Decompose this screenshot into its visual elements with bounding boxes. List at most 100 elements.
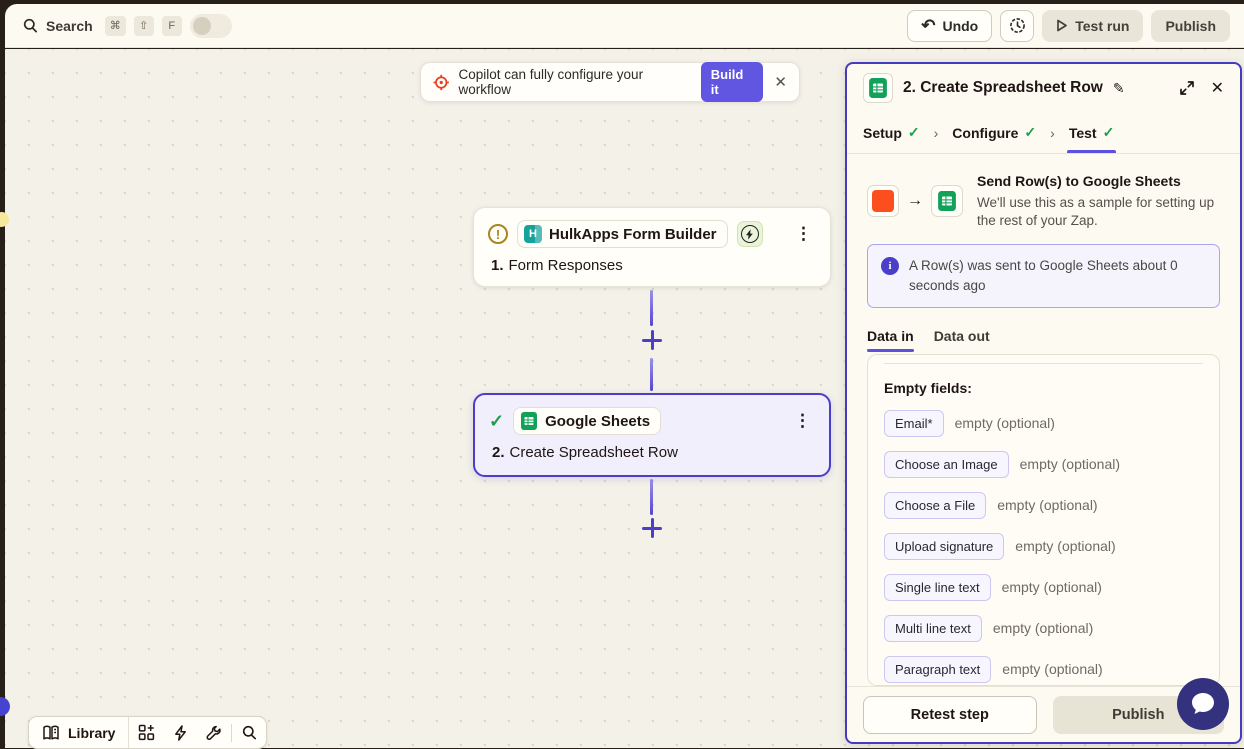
bolt-icon (740, 225, 759, 243)
data-tabs: Data in Data out (867, 328, 1220, 352)
test-run-button[interactable]: Test run (1042, 9, 1144, 42)
topbar-toggle[interactable] (189, 13, 232, 38)
copilot-banner: Copilot can fully configure your workflo… (420, 62, 800, 102)
test-result-message: A Row(s) was sent to Google Sheets about… (909, 258, 1178, 293)
field-tag[interactable]: Choose a File (884, 491, 987, 519)
field-tag[interactable]: Multi line text (884, 614, 982, 642)
close-panel-icon[interactable]: ✕ (1210, 80, 1224, 97)
grid-plus-icon (138, 724, 155, 741)
field-value: empty (optional) (1002, 661, 1103, 678)
add-step-tool-button[interactable] (129, 717, 163, 748)
zapier-orange-icon (872, 190, 894, 213)
check-icon: ✓ (1024, 124, 1037, 140)
history-button[interactable] (1000, 9, 1035, 42)
presence-dot-yellow (0, 212, 9, 227)
wrench-icon (207, 725, 222, 740)
panel-body: → Send Row(s) to Google Sheets We'll use… (847, 154, 1240, 686)
top-bar: Search ⌘ ⇧ F ↶ Undo Test run Publish (5, 4, 1244, 48)
retest-step-button[interactable]: Retest step (863, 695, 1037, 734)
undo-button[interactable]: ↶ Undo (907, 9, 993, 42)
keycap-f: F (161, 15, 182, 36)
search-button[interactable]: Search ⌘ ⇧ F (23, 15, 182, 36)
canvas-toolbar: Library (28, 716, 268, 749)
build-it-button[interactable]: Build it (700, 62, 764, 102)
edit-title-icon[interactable]: ✎ (1112, 79, 1125, 96)
field-row: Multi line text empty (optional) (884, 614, 1203, 642)
app-pill-label: HulkApps Form Builder (549, 225, 717, 243)
hulkapps-app-icon: H (524, 225, 542, 243)
tools-button[interactable] (197, 717, 231, 748)
zoom-search-button[interactable] (232, 717, 266, 748)
connector-line (650, 479, 653, 515)
field-tag[interactable]: Choose an Image (884, 450, 1009, 478)
action-subtitle: We'll use this as a sample for setting u… (977, 195, 1215, 229)
undo-icon: ↶ (921, 16, 936, 35)
field-tag[interactable]: Single line text (884, 573, 991, 601)
field-row: Choose a File empty (optional) (884, 491, 1203, 519)
node-menu-icon[interactable]: ⋮ (795, 224, 812, 243)
step-detail-panel: 2. Create Spreadsheet Row ✎ ✕ Setup ✓ › C… (845, 62, 1242, 744)
check-icon: ✓ (907, 124, 920, 140)
library-label: Library (68, 724, 116, 741)
publish-button-top[interactable]: Publish (1151, 9, 1230, 42)
field-value: empty (optional) (992, 620, 1094, 637)
trigger-bolt-badge[interactable] (736, 221, 763, 247)
warning-icon: ! (488, 224, 508, 244)
field-value: empty (optional) (997, 497, 1098, 514)
library-button[interactable]: Library (29, 717, 130, 748)
keycap-shift: ⇧ (133, 15, 154, 36)
arrow-right-icon: → (907, 192, 923, 210)
panel-header: 2. Create Spreadsheet Row ✎ ✕ (847, 64, 1240, 112)
play-icon (1057, 19, 1068, 32)
workflow-node-form-responses[interactable]: ! H HulkApps Form Builder ⋮ 1.Form Respo… (473, 207, 831, 287)
connector-line (650, 358, 653, 391)
success-check-icon: ✓ (489, 410, 505, 431)
tab-setup[interactable]: Setup ✓ (863, 112, 920, 153)
empty-fields-label: Empty fields: (884, 379, 972, 396)
lightning-icon (175, 724, 186, 741)
tab-label: Configure (952, 124, 1019, 141)
divider (884, 362, 1203, 364)
google-sheets-badge (863, 73, 893, 103)
node-menu-icon[interactable]: ⋮ (794, 411, 811, 430)
add-step-button-2[interactable] (642, 518, 662, 538)
app-pill-google-sheets[interactable]: Google Sheets (513, 407, 662, 435)
tab-label: Setup (863, 124, 902, 141)
history-clock-icon (1009, 18, 1025, 33)
field-row: Email* empty (optional) (884, 409, 1203, 437)
tab-configure[interactable]: Configure ✓ (952, 112, 1036, 153)
tab-data-in[interactable]: Data in (867, 328, 914, 352)
google-sheets-icon (520, 412, 538, 430)
check-icon: ✓ (1102, 124, 1115, 140)
field-value: empty (optional) (1019, 456, 1121, 473)
magnifier-icon (242, 725, 256, 740)
field-tag[interactable]: Upload signature (884, 532, 1005, 560)
field-value: empty (optional) (1001, 579, 1102, 596)
expand-panel-icon[interactable] (1179, 80, 1195, 96)
presence-dot-blue (0, 697, 10, 716)
toolbar-divider (231, 723, 233, 742)
panel-step-tabs: Setup✓ › Configure✓ › Test✓ (847, 112, 1240, 154)
app-pill-hulkapps[interactable]: H HulkApps Form Builder (517, 220, 728, 248)
field-tag[interactable]: Paragraph text (884, 655, 992, 683)
help-chat-button[interactable] (1177, 678, 1229, 730)
copilot-close-icon[interactable]: ✕ (774, 74, 787, 91)
step-title: 2.Create Spreadsheet Row (489, 444, 815, 461)
field-tag[interactable]: Email* (884, 409, 944, 437)
data-in-card[interactable]: Empty fields: Email* empty (optional) Ch… (867, 353, 1220, 686)
tab-data-out[interactable]: Data out (933, 327, 990, 344)
copilot-target-icon (433, 74, 449, 90)
workflow-node-create-spreadsheet-row[interactable]: ✓ Google Sheets ⋮ 2.Create Spreadsheet R… (473, 393, 831, 477)
tab-label: Test (1068, 124, 1097, 141)
tab-test[interactable]: Test ✓ (1066, 112, 1117, 153)
app-pill-label: Google Sheets (545, 412, 651, 430)
google-sheets-badge (931, 185, 963, 218)
keycap-cmd: ⌘ (104, 15, 126, 36)
step-name: Form Responses (508, 257, 623, 274)
field-value: empty (optional) (1015, 538, 1116, 555)
trigger-tool-button[interactable] (163, 717, 197, 748)
field-value: empty (optional) (954, 415, 1055, 432)
field-row: Paragraph text empty (optional) (884, 655, 1203, 683)
add-step-button-1[interactable] (642, 330, 662, 350)
chevron-right-icon: › (1050, 124, 1055, 141)
